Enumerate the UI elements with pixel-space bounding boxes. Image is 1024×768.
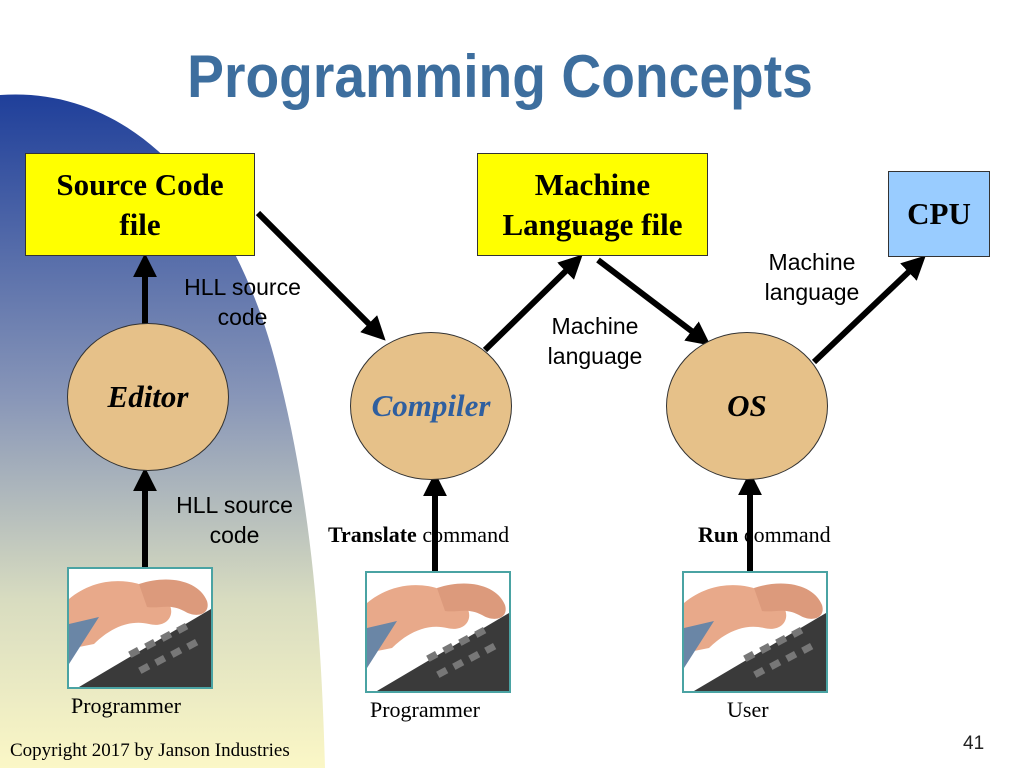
run-command-label: Run command bbox=[698, 522, 831, 548]
translate-bold: Translate bbox=[328, 522, 417, 547]
arrow-os-to-cpu bbox=[811, 255, 926, 365]
run-bold: Run bbox=[698, 522, 739, 547]
compiler-label: Compiler bbox=[371, 388, 491, 423]
programmer-photo-2 bbox=[365, 571, 511, 693]
programmer-photo-1 bbox=[67, 567, 213, 689]
os-label: OS bbox=[727, 388, 767, 423]
compiler-node: Compiler bbox=[350, 332, 512, 480]
hands-keyboard-icon bbox=[367, 573, 509, 691]
source-code-file-box: Source Code file bbox=[25, 153, 255, 256]
machine-language-file-label: Machine Language file bbox=[502, 166, 683, 242]
page-number: 41 bbox=[963, 733, 985, 754]
translate-command-label: Translate command bbox=[328, 522, 509, 548]
editor-label: Editor bbox=[107, 379, 189, 414]
editor-node: Editor bbox=[67, 323, 229, 471]
hands-keyboard-icon bbox=[69, 569, 211, 687]
slide-title: Programming Concepts bbox=[187, 43, 813, 110]
arrow-machine-to-os bbox=[596, 257, 711, 346]
cpu-box: CPU bbox=[888, 171, 990, 257]
programmer-label-1: Programmer bbox=[71, 693, 181, 718]
copyright-footer: Copyright 2017 by Janson Industries bbox=[10, 740, 290, 761]
hands-keyboard-icon bbox=[684, 573, 826, 691]
source-code-file-label: Source Code file bbox=[56, 166, 224, 242]
machine-language-label-2: Machine language bbox=[764, 249, 860, 305]
arrow-compiler-to-machine bbox=[482, 254, 583, 353]
translate-rest: command bbox=[416, 522, 510, 547]
os-node: OS bbox=[666, 332, 828, 480]
cpu-label: CPU bbox=[907, 196, 971, 231]
machine-language-label-1: Machine language bbox=[547, 313, 643, 369]
user-label: User bbox=[727, 697, 769, 722]
run-rest: command bbox=[738, 522, 831, 547]
programmer-label-2: Programmer bbox=[370, 697, 480, 722]
hll-source-code-label-bottom: HLL source code bbox=[176, 492, 293, 548]
machine-language-file-box: Machine Language file bbox=[477, 153, 708, 256]
arrow-source-to-compiler bbox=[255, 210, 386, 341]
user-photo bbox=[682, 571, 828, 693]
hll-source-code-label-top: HLL source code bbox=[184, 274, 301, 330]
